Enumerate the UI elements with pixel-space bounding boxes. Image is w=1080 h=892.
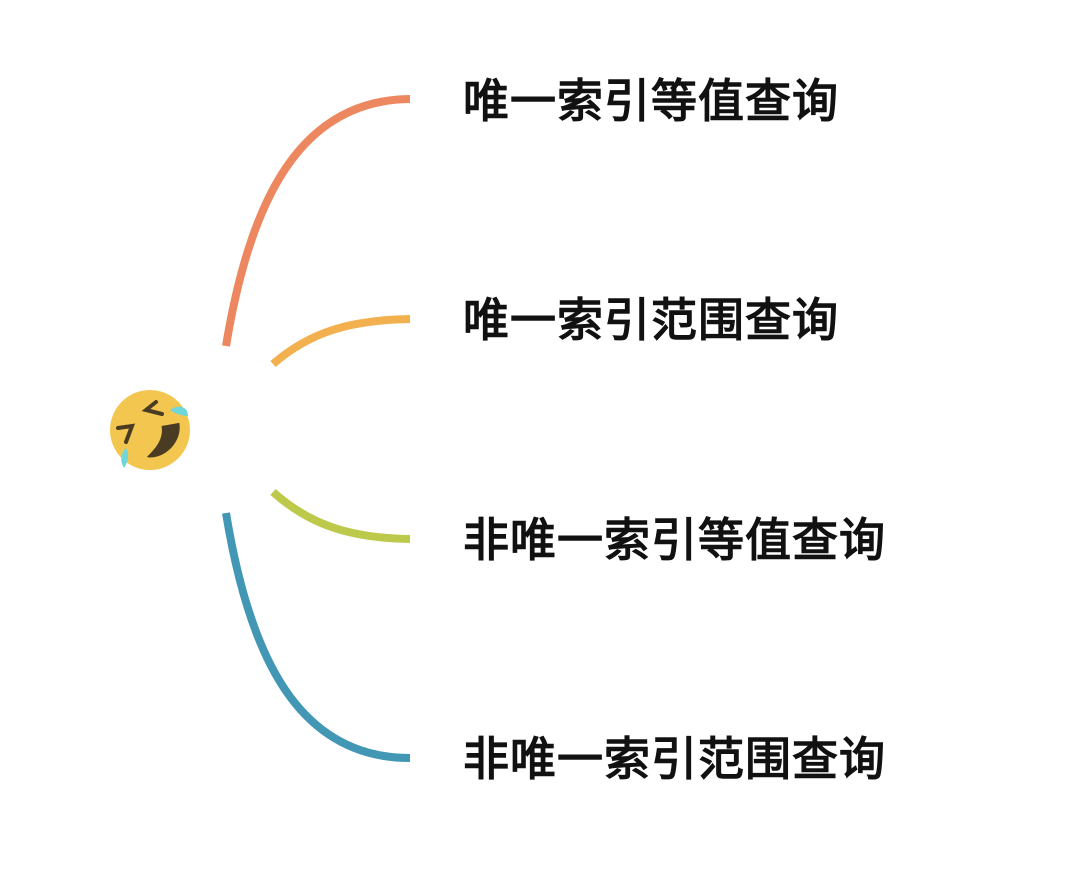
rolling-on-floor-laughing-emoji-icon [110, 390, 190, 470]
branch-label-2: 唯一索引范围查询 [463, 293, 839, 347]
branch-connector-4 [222, 512, 411, 762]
branch-connector-3 [270, 489, 411, 543]
branch-connector-1 [222, 95, 411, 347]
branch-label-4: 非唯一索引范围查询 [463, 732, 886, 786]
branch-label-1: 唯一索引等值查询 [463, 74, 839, 128]
branch-label-3: 非唯一索引等值查询 [463, 513, 886, 567]
branch-connector-2 [270, 315, 411, 368]
root-node[interactable] [108, 388, 192, 472]
